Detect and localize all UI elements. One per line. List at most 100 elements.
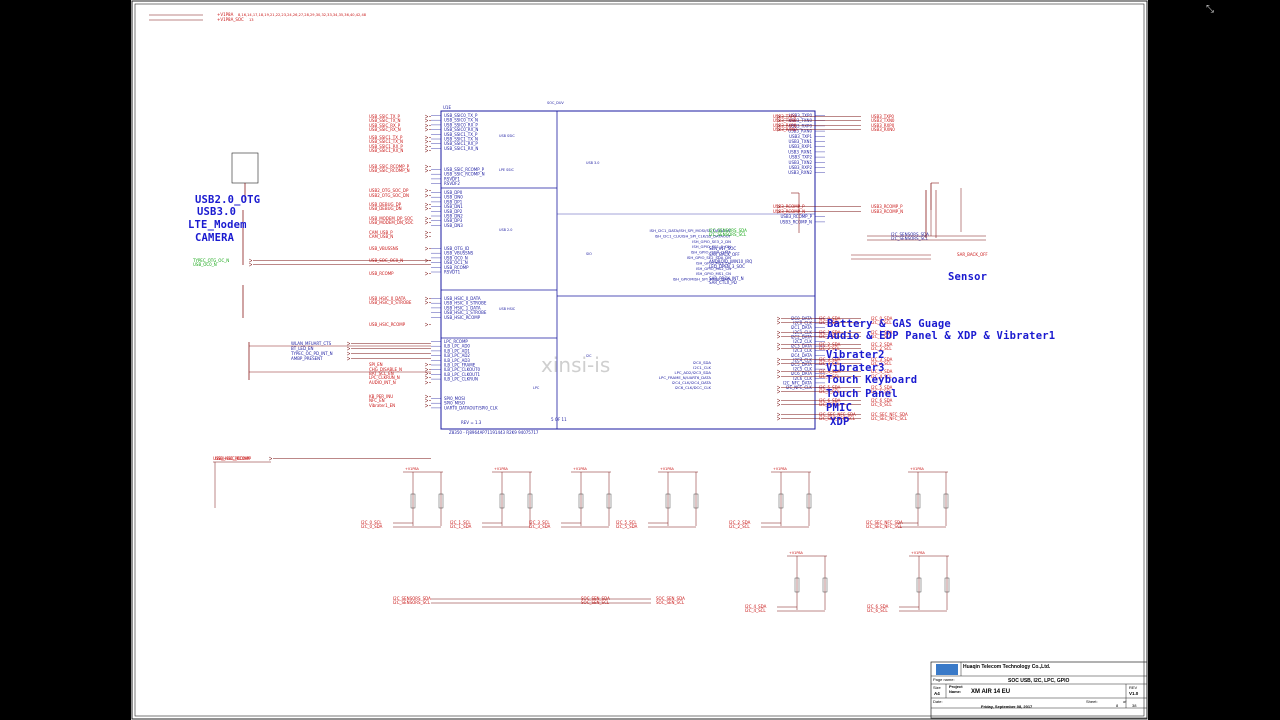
pullup-power-net: +V1P8A xyxy=(573,467,588,471)
annotation-touch-keyboard: Touch Keyboard xyxy=(826,374,918,386)
project-name: XM AIR 14 EU xyxy=(971,689,1011,695)
soc-rev: REV = 1.3 xyxy=(461,420,482,425)
soc-left-pin: ILB_LPC_AD3 xyxy=(444,358,470,363)
right-net-echo: I2C_2_SDA xyxy=(871,342,893,347)
annotation-usb2-otg: USB2.0_OTG xyxy=(195,194,261,206)
left-net-label: USB_SSIC_TX_N xyxy=(369,118,400,123)
left-net-label: USB_SSIC_RCOMP_N xyxy=(369,168,410,173)
soc-right-pin: USB3_RXP1 xyxy=(789,144,813,149)
left-net-label: USB_HSIC_RCOMP xyxy=(213,456,250,461)
power-net-v1p8a: +V1P8A xyxy=(217,12,234,17)
left-net-label: USB_SSIC_TX_P xyxy=(369,114,400,119)
soc-right-pin: I2C3_DATA xyxy=(791,344,813,349)
left-net-label: USB_HSIC_0_STROBE xyxy=(369,300,412,305)
left-net-label: USB_SSIC_RX_N xyxy=(369,127,401,132)
soc-ish-pin: ISH_GPIO_MS1_CN xyxy=(696,271,731,276)
pullup-power-net: +V1P8A xyxy=(494,467,509,471)
soc-left-pin: USB_DP1 xyxy=(444,199,463,204)
soc-left-pin: ILB_LPC_FRAME xyxy=(444,363,476,368)
soc-left-pin: USB_OTG_ID xyxy=(444,246,469,251)
soc-left-pin: USB_SSIC0_TX_P xyxy=(444,113,478,118)
annotation-camera: CAMERA xyxy=(195,232,235,244)
soc-right-pin: USB3_RXN0 xyxy=(788,129,812,134)
pullup-net-b: I2C_5_SDA xyxy=(616,524,638,529)
soc-left-pin: SPI0_MISO xyxy=(444,401,465,406)
soc-ish-pin: ISH_I2C1_CLK/ISH_SPI_CLK/SS_DATAOUT xyxy=(655,233,732,238)
left-net-label: USB_MODEM_DN_SOC xyxy=(369,220,414,225)
soc-section-label: USB SSIC xyxy=(499,134,515,138)
right-net-label: I2C_SENSORS_SDA xyxy=(709,228,747,233)
soc-ish-pin: ISH_GPIO_ISDA_DATA xyxy=(691,250,732,255)
soc-left-pin: USB_SSIC0_TX_N xyxy=(444,118,478,123)
left-net-label: USB_DEBUG_DN xyxy=(369,206,402,211)
soc-mid-pin: LPC_AD2/I2C3_SDA xyxy=(674,370,711,375)
size-label: Size xyxy=(933,685,941,690)
soc-left-pin: USB_DP2 xyxy=(444,209,463,214)
right-net-echo: I2C_1_SCL xyxy=(871,334,892,339)
soc-section-label: USB 2.0 xyxy=(499,228,512,232)
soc-section-label: SIO xyxy=(586,252,592,256)
pullup-net-a: I2C_1_SCL xyxy=(450,520,471,525)
left-net-label: USB2_OTG_SOC_DP xyxy=(369,188,409,193)
left-net-label: CHG_DISABLE_N xyxy=(369,367,402,372)
soc-block xyxy=(440,110,816,430)
soc-left-pin: SPI0_MOSI xyxy=(444,396,465,401)
right-net-echo: I2C_3_SCL xyxy=(871,361,892,366)
size-value: A4 xyxy=(934,691,940,696)
sensor-sda-net: I2C_SENSORS_SDA xyxy=(891,232,929,237)
power-net-v1p8a-soc: +V1P8A_SOC xyxy=(217,17,244,22)
pullup-power-net: +V1P8A xyxy=(660,467,675,471)
left-net-label: AUDIO_INT_N xyxy=(369,380,396,385)
close-icon[interactable]: ⤡ xyxy=(1206,4,1214,15)
left-net-label: BAT_SCL_EN xyxy=(369,371,394,376)
soc-left-pin: USB_DN3 xyxy=(444,223,463,228)
soc-left-pin: USB_DN0 xyxy=(444,195,463,200)
soc-ish-pin: ISH_GPIO_MS2_CN xyxy=(696,266,731,271)
soc-left-pin: USB_SSIC1_RX_N xyxy=(444,146,478,151)
left-net-label: SPI_EN xyxy=(369,362,383,367)
soc-ish-pin: ISH_I2C1_DATA/ISH_SPI_MOSI/SS_DATAOUT xyxy=(650,228,732,233)
pullup-net-b: I2C_4_SCL xyxy=(745,608,766,613)
soc-left-pin: ILB_LPC_CLKOUT0 xyxy=(444,367,481,372)
right-net-echo: USB3_RXP0 xyxy=(871,123,895,128)
left-net-label: USB_SSIC1_RX_P xyxy=(369,144,403,149)
pullup-power-net: +V1P8A xyxy=(773,467,788,471)
right-net-echo: I2C_6_SCL xyxy=(871,402,892,407)
watermark-text: xinsi-is xyxy=(541,353,610,377)
soc-left-pin: ILB_LPC_AD2 xyxy=(444,353,470,358)
right-net-echo: I2C_SEC_NFC_SCL xyxy=(871,416,908,421)
soc-right-pin: I2C1_DATA xyxy=(791,325,813,330)
right-net-label: SAR_BACK_OFF xyxy=(709,252,740,257)
soc-left-pin: USB_SSIC0_RX_N xyxy=(444,127,478,132)
left-net-label: TYPEC_OTG_OC_N xyxy=(192,258,229,263)
left-net-label: CAM_USB_P xyxy=(369,230,393,235)
right-net-echo: USB3_RCOMP_N xyxy=(871,209,903,214)
right-net-label: ANDROID_WIN10_IRQ xyxy=(709,259,752,264)
soc-mid-pin: I2C4_CLK/I2C4_DATA xyxy=(672,380,712,385)
soc-left-pin: LPC_RCOMP xyxy=(444,339,468,344)
right-net-echo: I2C_1_SDA xyxy=(871,330,893,335)
soc-section-label: LPC xyxy=(533,386,540,390)
soc-left-pin: USB_DP3 xyxy=(444,218,463,223)
bottom-sensor-sda: I2C_SENSORS_SDA xyxy=(393,596,431,601)
pullup-net-a: I2C_6_SDA xyxy=(867,604,889,609)
pullup-net-b: I2C_SEC_NFC_SCL xyxy=(866,524,903,529)
right-net-echo: I2C_6_SDA xyxy=(871,398,893,403)
bottom-net-list: USB_HSIC_RCOMPI2C_SENSORS_SDAI2C_SENSORS… xyxy=(213,353,685,605)
right-net-echo: I2C_0_SDA xyxy=(871,316,893,321)
soc-ish-pin: ISH_GPIO_SE3_2_DN xyxy=(692,239,731,244)
right-net-echo: USB3_RCOMP_P xyxy=(871,204,903,209)
bottom-sen-sda-echo: SOC_SEN_SDA xyxy=(656,596,685,601)
soc-left-pin: RSVDF2 xyxy=(444,181,460,186)
sheet-label: Sheet: xyxy=(1086,699,1098,704)
right-net-label: SEN_INT_SOC xyxy=(709,246,736,251)
soc-right-pin: I2C6_CLK xyxy=(793,376,812,381)
pullup-power-net: +V1P8A xyxy=(789,551,804,555)
right-net-echo: USB3_RXN0 xyxy=(871,127,895,132)
company-name: Huaqin Telecom Technology Co.,Ltd. xyxy=(963,664,1051,670)
i2c-pullup-resistors: +V1P8AI2C_0_SCLI2C_0_SDA+V1P8AI2C_1_SCLI… xyxy=(361,467,950,613)
right-net-echo: USB3_TXN0 xyxy=(871,118,895,123)
annotation-vibrater3: Vibrater3 xyxy=(826,362,885,374)
soc-sheet: 5 OF 11 xyxy=(551,417,567,422)
